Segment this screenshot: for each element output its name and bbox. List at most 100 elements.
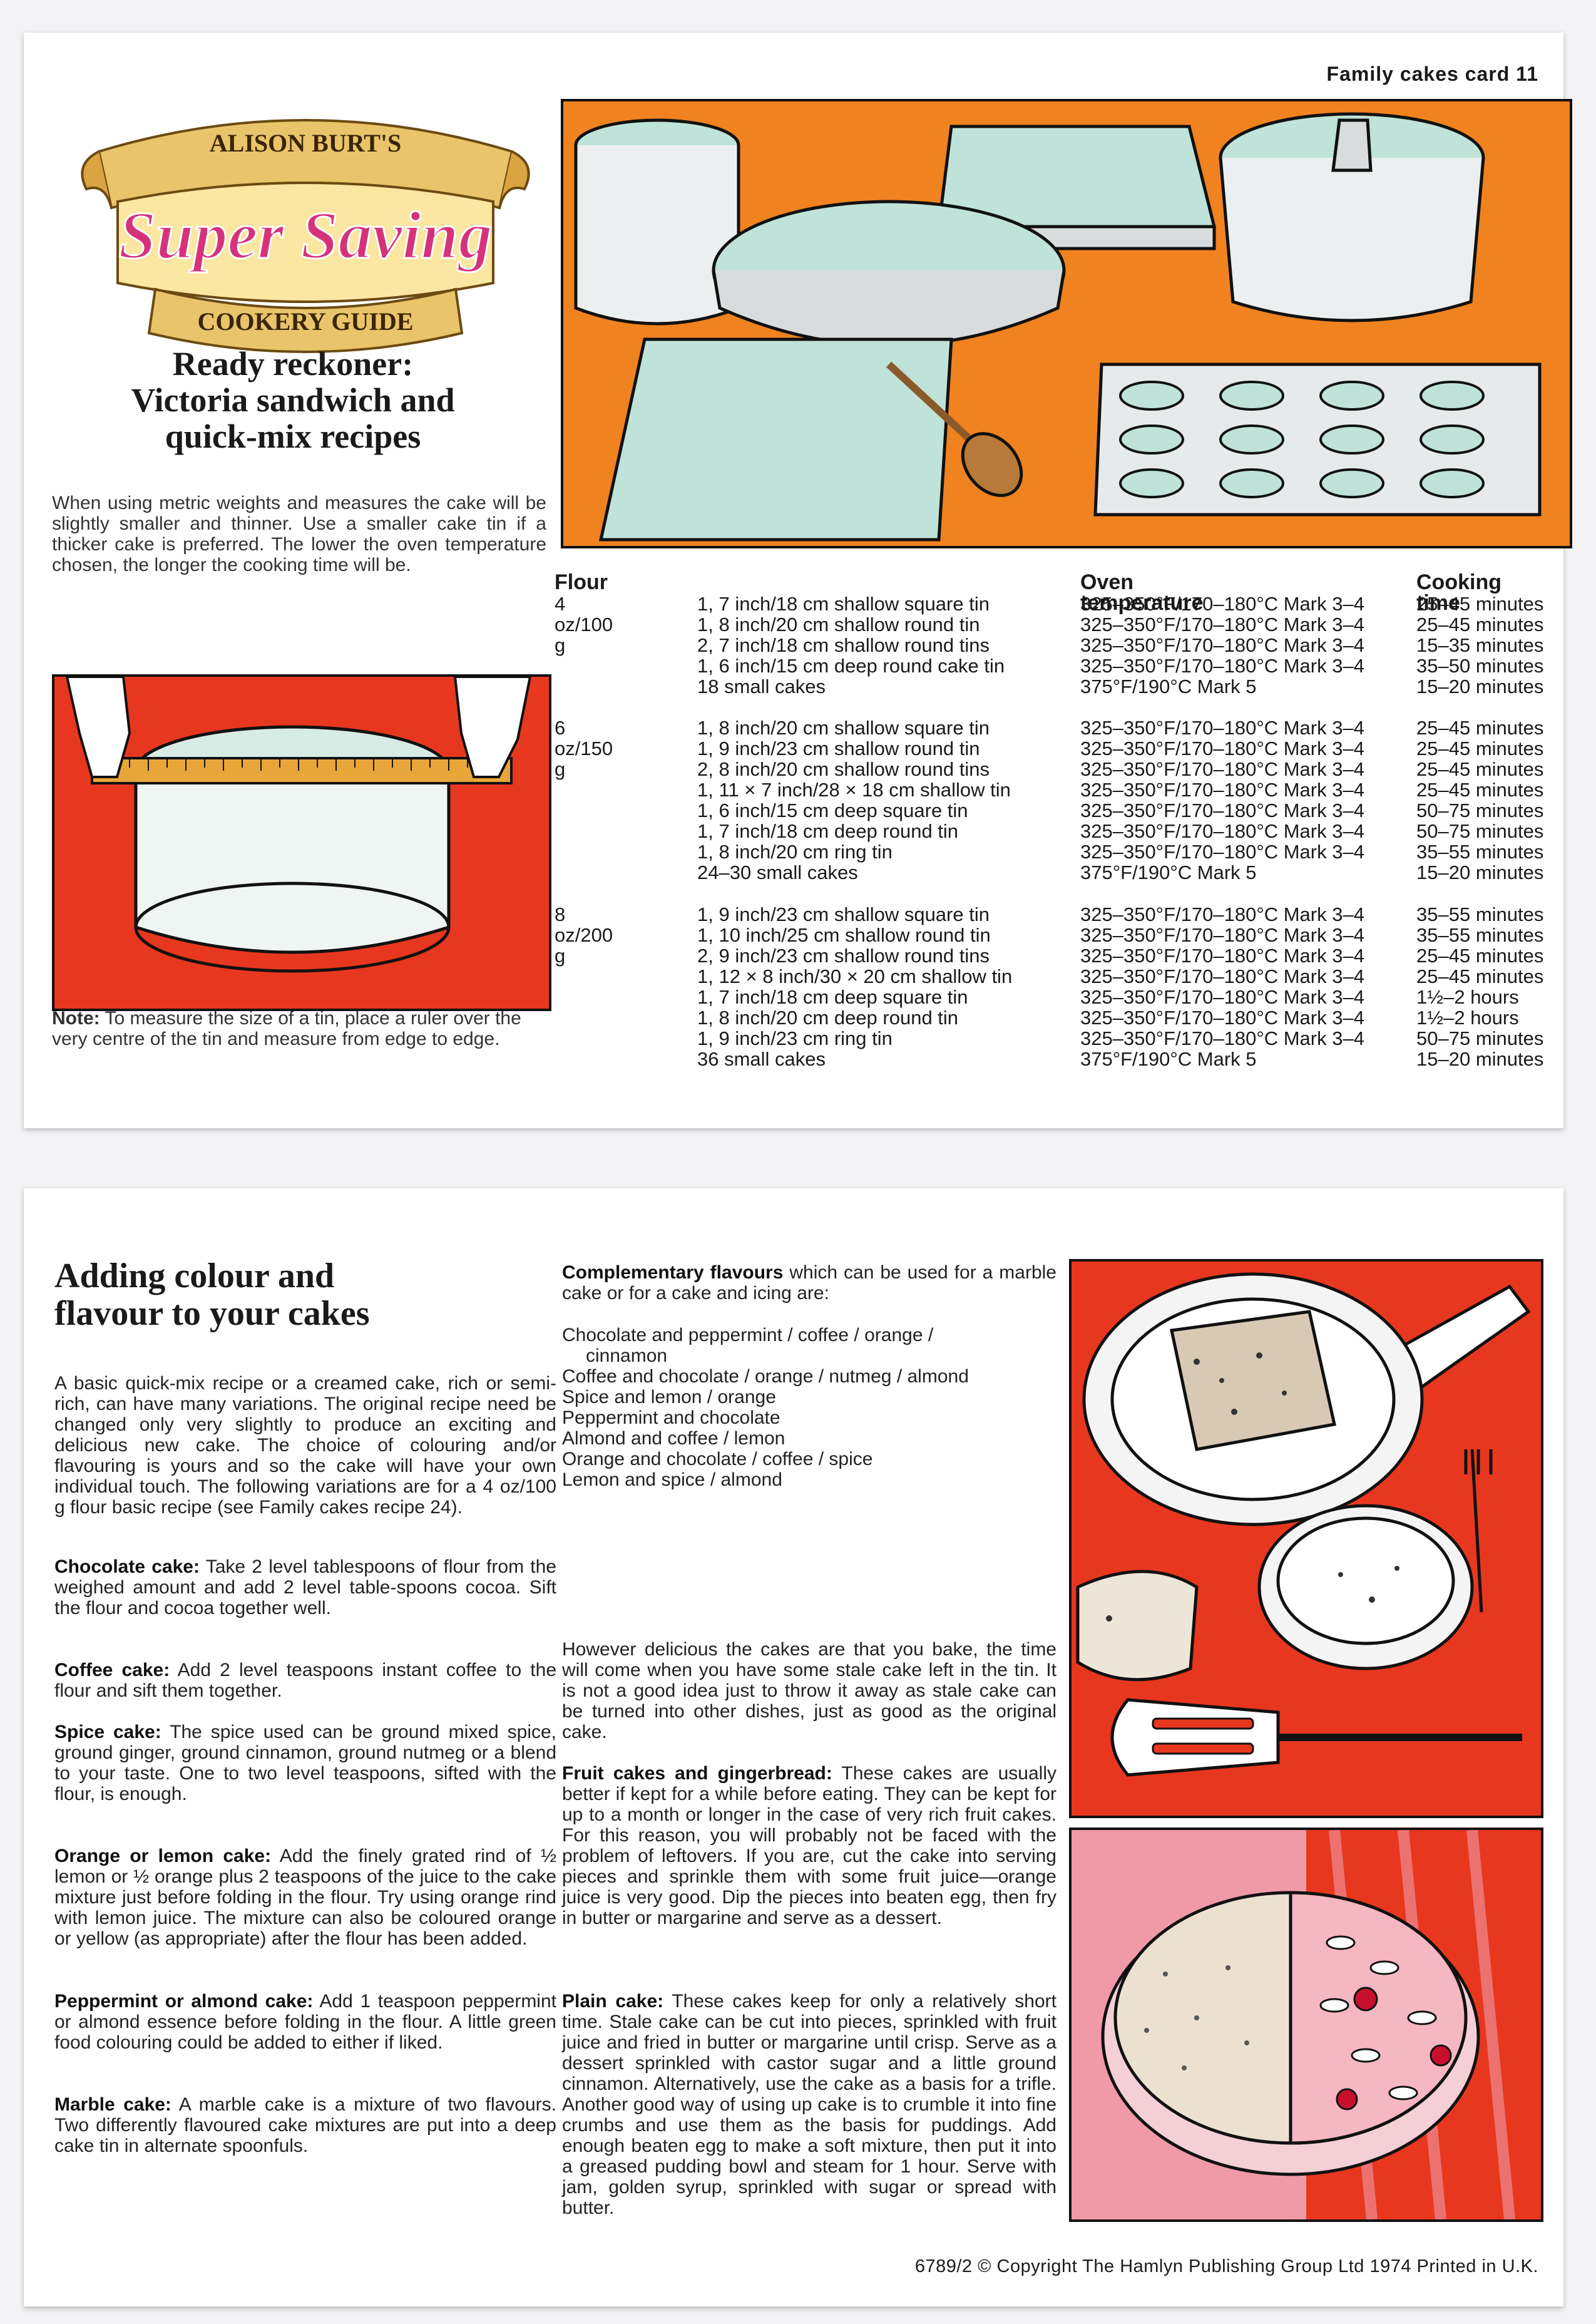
cake-tins-illustration [561,99,1572,548]
table-cell-oven: 325–350°F/170–180°C Mark 3–4 [1080,945,1364,967]
variation-spice: Spice cake: The spice used can be ground… [54,1722,557,1804]
table-cell-oven: 325–350°F/170–180°C Mark 3–4 [1080,1027,1364,1049]
table-cell-time: 50–75 minutes [1416,820,1544,842]
note-paragraph: Note: To measure the size of a tin, plac… [52,1008,521,1049]
variation-coffee: Coffee cake: Add 2 level teaspoons insta… [54,1660,557,1701]
logo-top-text: ALISON BURT'S [210,129,401,157]
variation-marble: Marble cake: A marble cake is a mixture … [54,2094,557,2156]
table-cell-tin: 1, 9 inch/23 cm shallow square tin [697,903,990,925]
table-cell-tin: 2, 7 inch/18 cm shallow round tins [697,634,990,656]
flavour-list: Chocolate and peppermint / coffee / oran… [562,1325,1056,1490]
colour-and-flavour-card: Adding colour and flavour to your cakes … [24,1188,1563,2306]
table-cell-oven: 325–350°F/170–180°C Mark 3–4 [1080,758,1364,780]
table-cell-oven: 375°F/190°C Mark 5 [1080,676,1257,697]
table-cell-time: 15–20 minutes [1416,676,1544,697]
table-cell-time: 25–45 minutes [1416,717,1544,739]
table-cell-oven: 325–350°F/170–180°C Mark 3–4 [1080,634,1364,656]
table-cell-tin: 1, 7 inch/18 cm deep square tin [697,986,968,1008]
table-cell-time: 25–45 minutes [1416,758,1544,780]
flour-amount: 6 oz/150 g [555,717,613,780]
table-cell-time: 1½–2 hours [1416,986,1519,1008]
table-cell-tin: 1, 7 inch/18 cm shallow square tin [697,593,990,615]
table-cell-tin: 1, 12 × 8 inch/30 × 20 cm shallow tin [697,965,1013,987]
complementary-flavours-intro: Complementary flavours which can be used… [562,1262,1056,1303]
table-cell-oven: 325–350°F/170–180°C Mark 3–4 [1080,820,1364,842]
card-title: Ready reckoner: Victoria sandwich and qu… [131,345,455,455]
intro-paragraph: A basic quick-mix recipe or a creamed ca… [54,1373,556,1518]
list-item: Orange and chocolate / coffee / spice [562,1449,873,1469]
table-cell-oven: 325–350°F/170–180°C Mark 3–4 [1080,738,1364,759]
table-cell-tin: 1, 6 inch/15 cm deep round cake tin [697,655,1005,677]
table-cell-tin: 1, 9 inch/23 cm ring tin [697,1027,893,1049]
table-cell-tin: 1, 11 × 7 inch/28 × 18 cm shallow tin [697,779,1011,801]
table-cell-time: 25–45 minutes [1416,945,1544,967]
table-cell-tin: 18 small cakes [697,676,826,697]
table-cell-oven: 325–350°F/170–180°C Mark 3–4 [1080,903,1364,925]
table-cell-oven: 325–350°F/170–180°C Mark 3–4 [1080,779,1364,801]
list-item: Spice and lemon / orange [562,1387,776,1407]
table-cell-oven: 375°F/190°C Mark 5 [1080,861,1257,883]
variation-orange-lemon: Orange or lemon cake: Add the finely gra… [54,1846,556,1949]
list-item: Coffee and chocolate / orange / nutmeg /… [562,1366,969,1387]
table-cell-tin: 36 small cakes [697,1048,826,1070]
list-item: Lemon and spice / almond [562,1469,782,1490]
ruler-measuring-tin-illustration [52,674,551,1011]
table-cell-time: 15–35 minutes [1416,634,1544,656]
table-cell-tin: 1, 6 inch/15 cm deep square tin [697,800,968,821]
table-cell-tin: 1, 9 inch/23 cm shallow round tin [697,738,980,759]
table-cell-oven: 325–350°F/170–180°C Mark 3–4 [1080,1007,1364,1029]
card-title: Adding colour and flavour to your cakes [54,1257,370,1333]
table-cell-tin: 2, 9 inch/23 cm shallow round tins [697,945,990,967]
header-oven-temperature: Oven temperature [1080,570,1204,615]
table-cell-oven: 325–350°F/170–180°C Mark 3–4 [1080,614,1364,635]
fruit-cakes-paragraph: Fruit cakes and gingerbread: These cakes… [562,1763,1056,1928]
table-cell-time: 50–75 minutes [1416,800,1544,821]
table-cell-oven: 375°F/190°C Mark 5 [1080,1048,1257,1070]
header-cooking-time: Cooking time [1416,570,1501,615]
table-cell-oven: 325–350°F/170–180°C Mark 3–4 [1080,986,1364,1008]
card-number: Family cakes card 11 [1326,63,1538,85]
trifle-cake-illustration [1069,1828,1543,2222]
header-flour: Flour [555,570,608,594]
variation-chocolate: Chocolate cake: Take 2 level tablespoons… [54,1556,556,1618]
flour-amount: 4 oz/100 g [555,593,613,656]
table-cell-tin: 1, 8 inch/20 cm shallow square tin [697,717,990,739]
table-cell-time: 25–45 minutes [1416,965,1544,987]
table-cell-oven: 325–350°F/170–180°C Mark 3–4 [1080,593,1364,615]
list-item: Chocolate and peppermint / coffee / oran… [562,1325,934,1345]
table-cell-time: 15–20 minutes [1416,861,1544,883]
plain-cake-paragraph: Plain cake: These cakes keep for only a … [562,1991,1056,2218]
table-cell-time: 35–55 minutes [1416,841,1544,863]
copyright-line: 6789/2 © Copyright The Hamlyn Publishing… [914,2256,1538,2276]
table-cell-time: 1½–2 hours [1416,1007,1519,1029]
table-cell-time: 15–20 minutes [1416,1048,1544,1070]
logo-bottom-text: COOKERY GUIDE [198,307,414,336]
table-cell-tin: 1, 7 inch/18 cm deep round tin [697,820,959,842]
table-cell-oven: 325–350°F/170–180°C Mark 3–4 [1080,655,1364,677]
table-cell-time: 25–45 minutes [1416,738,1544,759]
list-item: Peppermint and chocolate [562,1407,780,1428]
ready-reckoner-card: Family cakes card 11 ALISON BURT'S Super… [24,33,1572,1128]
list-item: Almond and coffee / lemon [562,1428,785,1449]
table-cell-time: 25–45 minutes [1416,779,1544,801]
table-cell-oven: 325–350°F/170–180°C Mark 3–4 [1080,800,1364,821]
table-cell-oven: 325–350°F/170–180°C Mark 3–4 [1080,924,1364,946]
table-cell-time: 35–55 minutes [1416,924,1544,946]
table-cell-oven: 325–350°F/170–180°C Mark 3–4 [1080,841,1364,863]
intro-paragraph: When using metric weights and measures t… [52,493,546,575]
table-cell-time: 50–75 minutes [1416,1027,1544,1049]
table-cell-time: 35–50 minutes [1416,655,1544,677]
table-cell-oven: 325–350°F/170–180°C Mark 3–4 [1080,717,1364,739]
table-cell-tin: 2, 8 inch/20 cm shallow round tins [697,758,990,780]
table-cell-time: 35–55 minutes [1416,903,1544,925]
list-item: cinnamon [586,1345,668,1366]
frying-pan-illustration [1069,1259,1543,1818]
stale-cake-paragraph: However delicious the cakes are that you… [562,1639,1056,1742]
table-cell-oven: 325–350°F/170–180°C Mark 3–4 [1080,965,1364,987]
variation-peppermint-almond: Peppermint or almond cake: Add 1 teaspoo… [54,1991,556,2053]
table-cell-tin: 24–30 small cakes [697,861,858,883]
table-cell-time: 25–45 minutes [1416,593,1544,615]
logo-main-text: Super Saving [118,198,492,273]
table-cell-tin: 1, 8 inch/20 cm ring tin [697,841,893,863]
table-cell-time: 25–45 minutes [1416,614,1544,635]
